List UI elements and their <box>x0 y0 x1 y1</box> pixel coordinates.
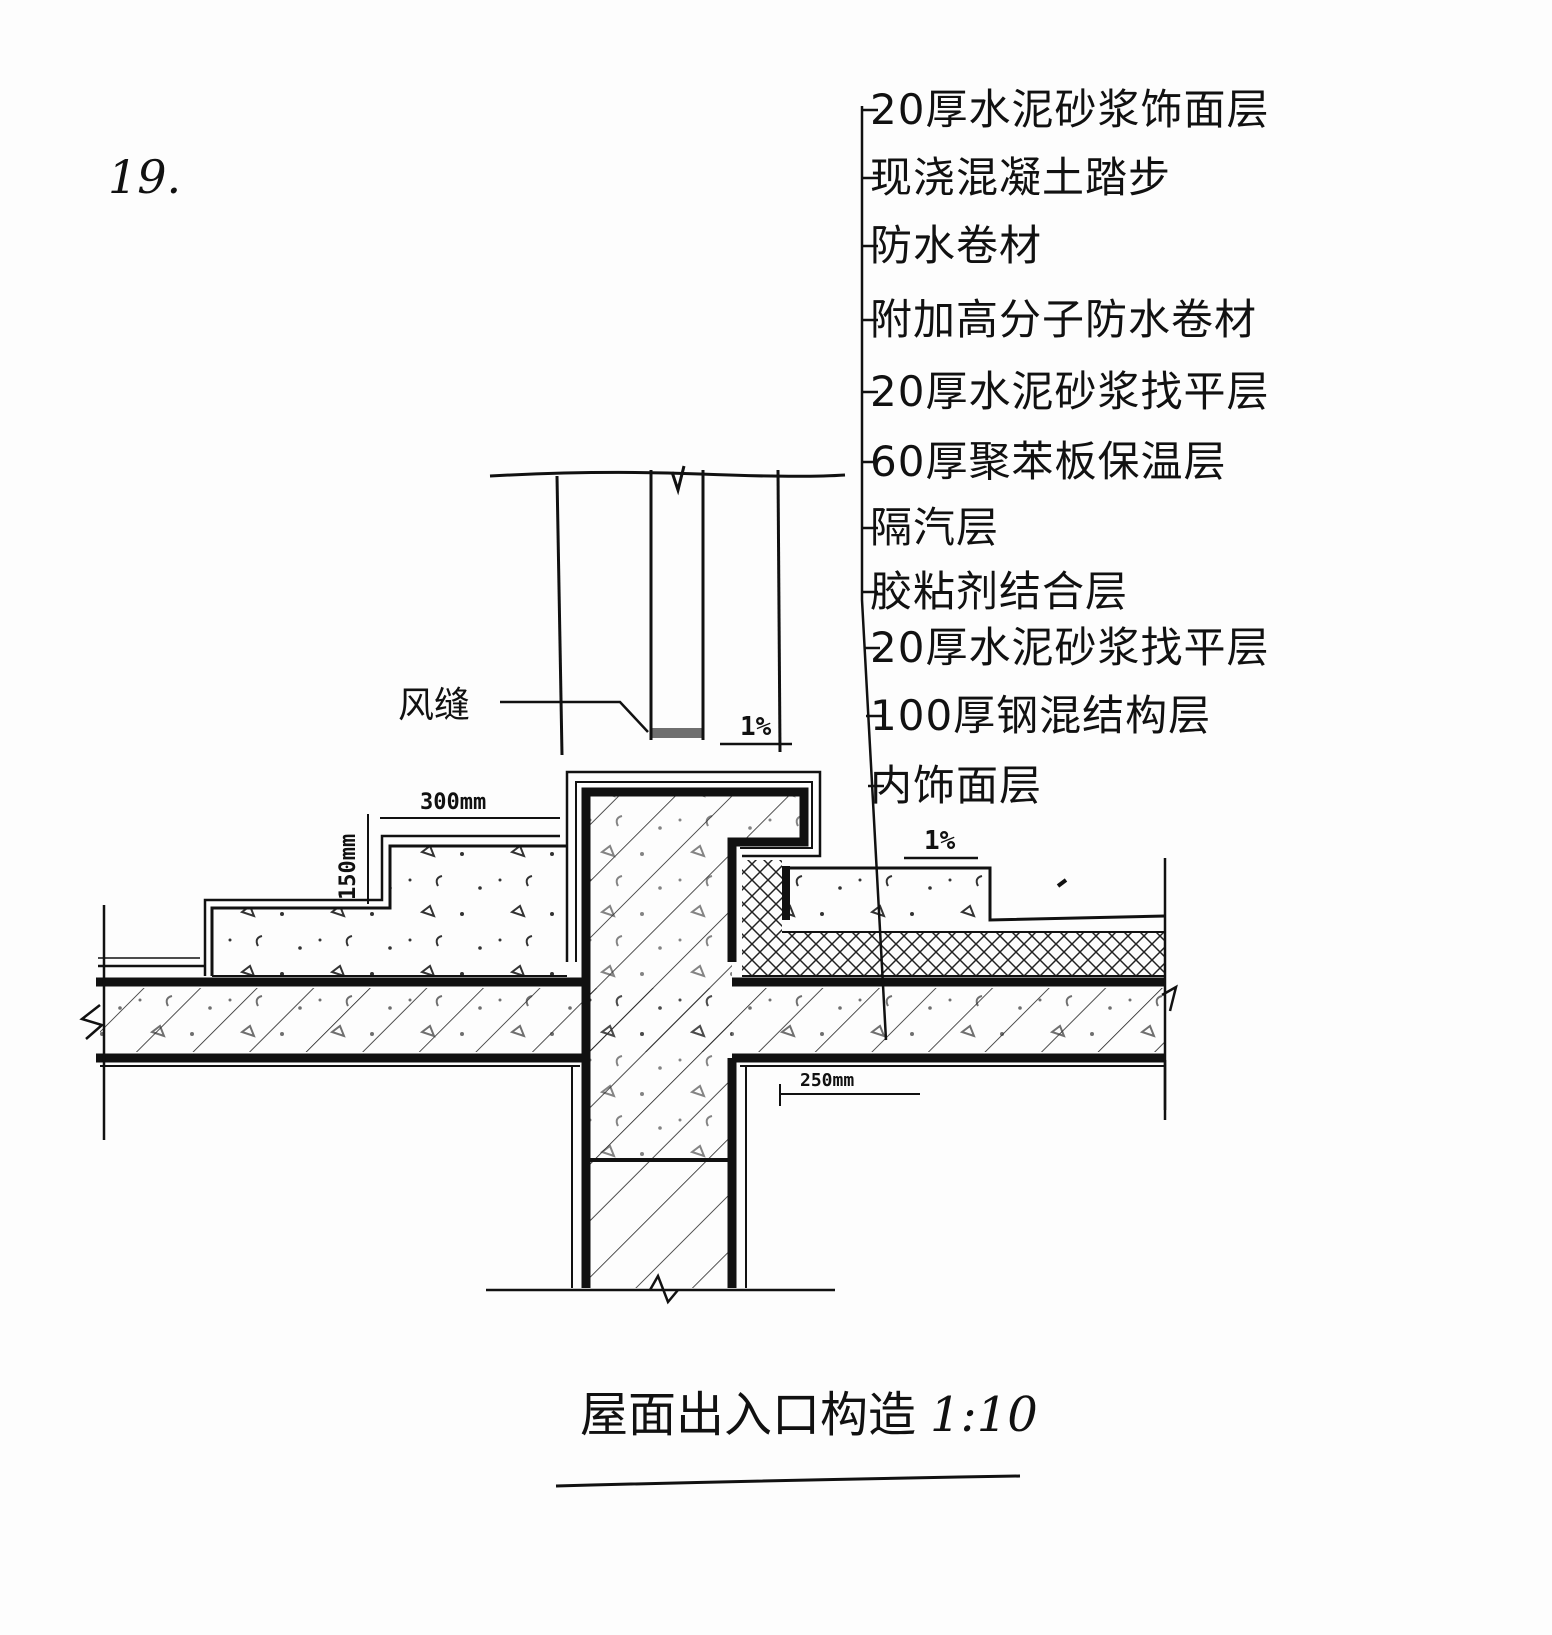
bottom-dimension: 250mm <box>800 1070 855 1091</box>
gap-callout: 风缝 <box>398 685 471 726</box>
curb-wall <box>486 770 835 1305</box>
title-underline <box>555 1474 1021 1488</box>
layer-label: 附加高分子防水卷材 <box>870 295 1258 344</box>
gap-leader <box>500 700 649 733</box>
layer-label: 20厚水泥砂浆找平层 <box>870 367 1270 416</box>
step-height-dimension: 150mm <box>336 833 361 900</box>
interior-floor <box>742 858 1167 1120</box>
layer-label: 20厚水泥砂浆找平层 <box>870 623 1270 672</box>
dimension-lines <box>367 814 920 1106</box>
drawing-title-text: 屋面出入口构造 <box>580 1387 917 1443</box>
drawing-scale: 1:10 <box>930 1387 1038 1443</box>
step-width-dimension: 300mm <box>420 790 487 815</box>
layer-label: 100厚钢混结构层 <box>870 691 1212 740</box>
layer-label: 内饰面层 <box>870 761 1043 810</box>
layer-label: 隔汽层 <box>870 503 1000 552</box>
door-frame <box>489 465 846 756</box>
slope-mark-upper: 1% <box>740 712 772 742</box>
layer-label: 胶粘剂结合层 <box>870 567 1129 616</box>
slope-mark-lower: 1% <box>924 826 956 856</box>
slope-marks <box>720 742 978 860</box>
layer-label: 现浇混凝土踏步 <box>870 153 1172 202</box>
layer-label: 20厚水泥砂浆饰面层 <box>870 85 1270 134</box>
exterior-steps <box>98 834 567 1140</box>
layer-label: 防水卷材 <box>870 221 1043 270</box>
figure-number: 19. <box>108 150 182 204</box>
layer-label: 60厚聚苯板保温层 <box>870 437 1227 486</box>
label-leader <box>860 106 888 1041</box>
